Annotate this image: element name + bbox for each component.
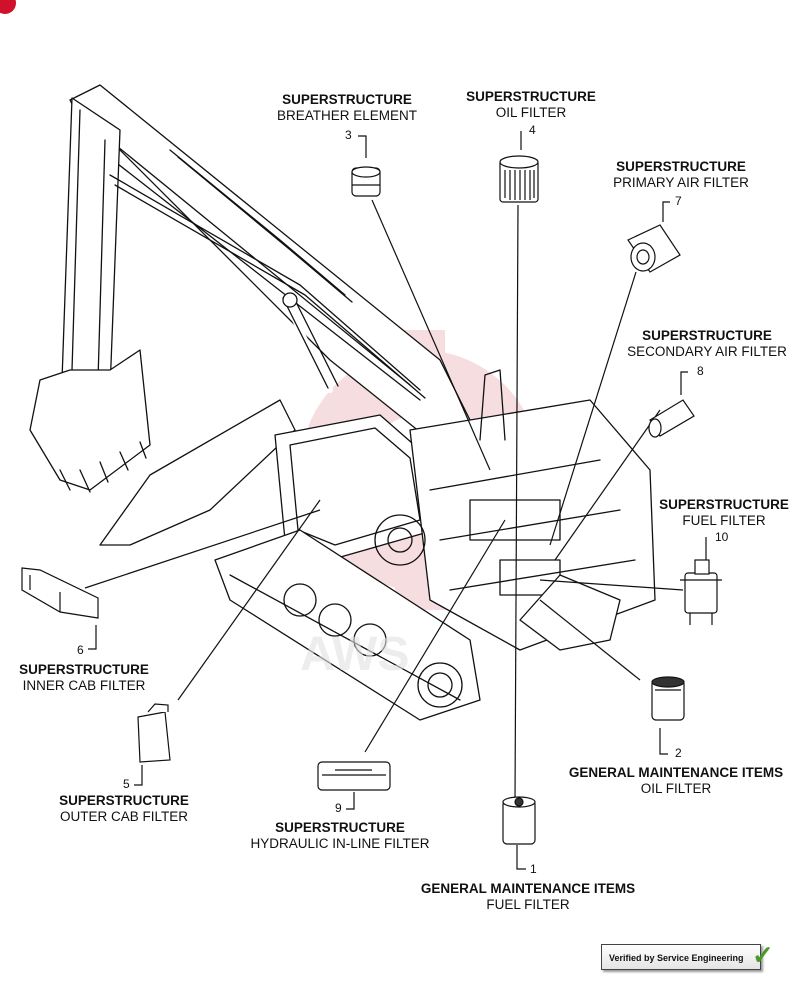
inner-cab-filter-icon [21,567,99,619]
callout-outer-cab-filter: SUPERSTRUCTURE OUTER CAB FILTER [44,793,204,825]
oil-filter-spin-on-icon [651,676,685,721]
callout-gm-oil-filter: GENERAL MAINTENANCE ITEMS OIL FILTER [560,765,792,797]
callout-number: 10 [715,530,729,544]
callout-title: SUPERSTRUCTURE [282,92,412,107]
callout-subtitle: OIL FILTER [495,105,567,120]
brand-corner-mark [0,0,16,14]
callout-secondary-air-filter: SUPERSTRUCTURE SECONDARY AIR FILTER [612,328,802,360]
fuel-filter-spin-on-icon [502,796,536,845]
callout-title: GENERAL MAINTENANCE ITEMS [568,765,784,780]
callout-title: SUPERSTRUCTURE [275,820,405,835]
callout-inner-cab-filter: SUPERSTRUCTURE INNER CAB FILTER [4,662,164,694]
excavator-outline [29,84,656,721]
oil-filter-cartridge-icon [499,155,539,203]
callout-title: SUPERSTRUCTURE [19,662,149,677]
hydraulic-inline-filter-icon [317,761,391,791]
callout-title: SUPERSTRUCTURE [659,497,789,512]
callout-subtitle: OIL FILTER [640,781,712,796]
callout-title: SUPERSTRUCTURE [616,159,746,174]
callout-number: 6 [77,643,84,657]
callout-subtitle: SECONDARY AIR FILTER [627,344,787,359]
callout-superstructure-fuel-filter: SUPERSTRUCTURE FUEL FILTER [640,497,808,529]
callout-subtitle: INNER CAB FILTER [22,678,146,693]
callout-subtitle: OUTER CAB FILTER [59,809,188,824]
callout-hydraulic-inline-filter: SUPERSTRUCTURE HYDRAULIC IN-LINE FILTER [240,820,440,852]
callout-subtitle: FUEL FILTER [486,897,570,912]
callout-title: SUPERSTRUCTURE [466,89,596,104]
leader-lines [84,131,707,870]
verified-badge-text: Verified by Service Engineering [609,953,744,963]
callout-gm-fuel-filter: GENERAL MAINTENANCE ITEMS FUEL FILTER [412,881,644,913]
callout-subtitle: HYDRAULIC IN-LINE FILTER [250,836,430,851]
svg-text:AWS: AWS [300,628,409,681]
callout-number: 7 [675,194,682,208]
callout-superstructure-oil-filter: SUPERSTRUCTURE OIL FILTER [446,89,616,121]
callout-title: GENERAL MAINTENANCE ITEMS [420,881,636,896]
callout-subtitle: PRIMARY AIR FILTER [613,175,749,190]
callout-subtitle: FUEL FILTER [682,513,766,528]
secondary-air-filter-icon [648,399,695,438]
callout-number: 1 [530,862,537,876]
breather-element-icon [351,166,381,197]
callout-number: 5 [123,777,130,791]
callout-number: 9 [335,801,342,815]
callout-title: SUPERSTRUCTURE [59,793,189,808]
callout-number: 4 [529,123,536,137]
primary-air-filter-icon [627,224,681,273]
outer-cab-filter-icon [137,703,171,763]
fuel-filter-assembly-icon [680,559,722,625]
verified-badge: Verified by Service Engineering [601,944,761,970]
callout-number: 2 [675,746,682,760]
callout-number: 3 [345,128,352,142]
callout-title: SUPERSTRUCTURE [642,328,772,343]
callout-number: 8 [697,364,704,378]
callout-breather-element: SUPERSTRUCTURE BREATHER ELEMENT [262,92,432,124]
callout-subtitle: BREATHER ELEMENT [276,108,418,123]
callout-primary-air-filter: SUPERSTRUCTURE PRIMARY AIR FILTER [596,159,766,191]
checkmark-icon: ✓ [752,940,774,970]
filter-parts [21,155,722,845]
